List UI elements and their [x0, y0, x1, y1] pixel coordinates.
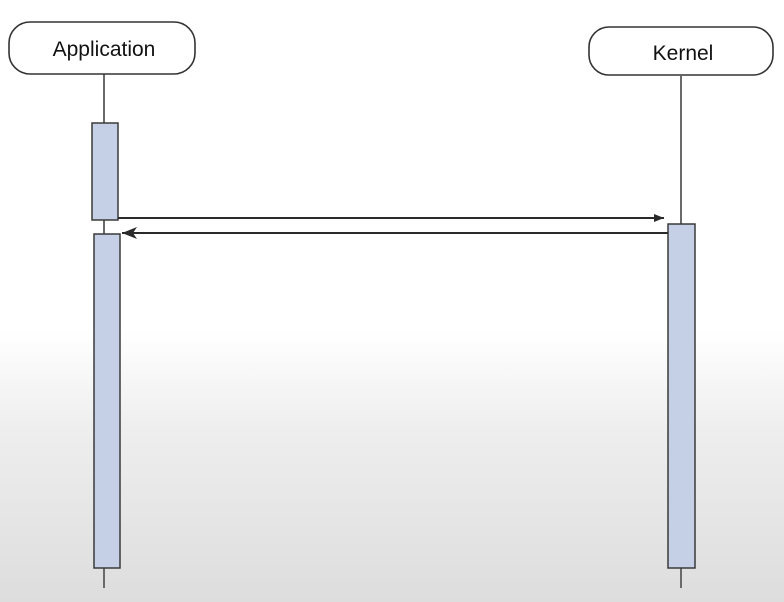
application-box	[8, 21, 196, 75]
application-label: Application	[53, 38, 156, 61]
kernel-activation	[667, 223, 696, 569]
message-return-arrowhead	[122, 227, 137, 239]
participant-kernel: Kernel	[588, 26, 774, 76]
kernel-box	[588, 26, 774, 76]
application-activation-1	[91, 122, 119, 221]
participant-application: Application	[8, 21, 196, 75]
application-activation-2	[93, 233, 121, 569]
kernel-label: Kernel	[653, 42, 714, 65]
